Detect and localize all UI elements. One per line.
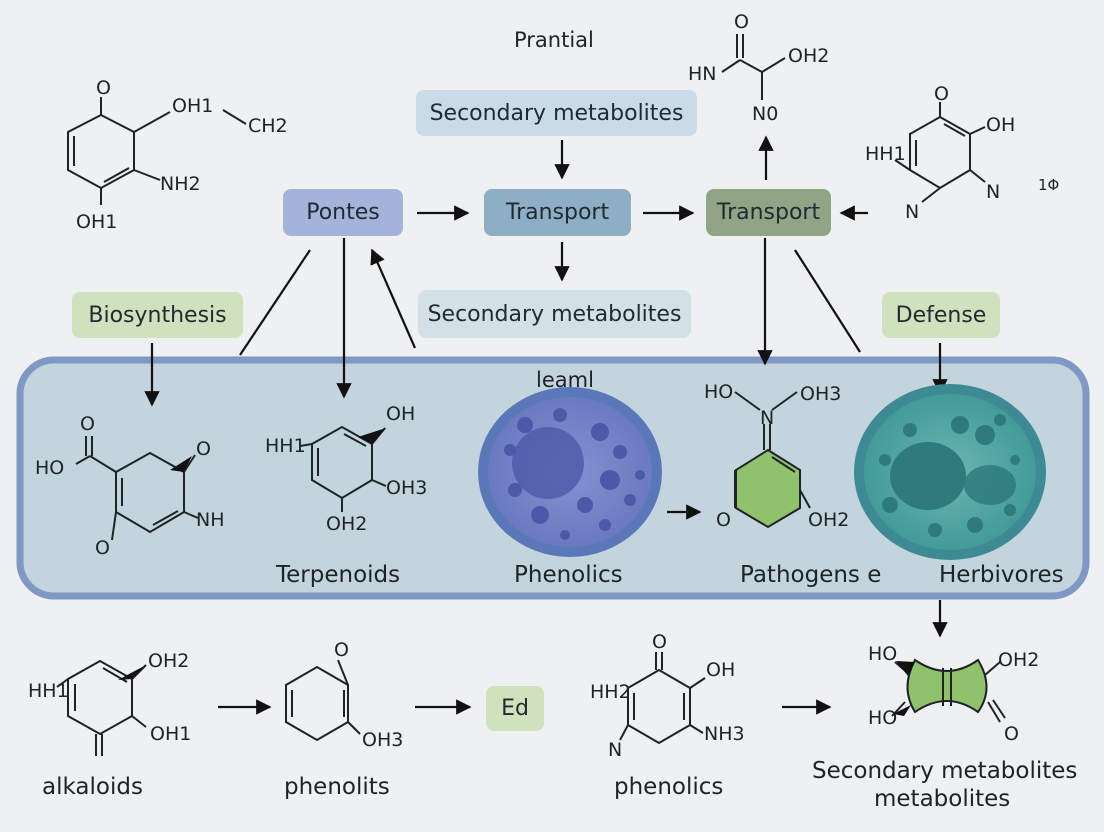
atom-label: O	[196, 438, 211, 460]
atom-label: HO	[35, 457, 64, 479]
molecule-top-left	[67, 97, 247, 205]
cell-herbivores	[854, 384, 1046, 560]
atom-label: OH2	[788, 45, 829, 67]
atom-label: OH1	[150, 723, 191, 745]
ed-box: Ed	[486, 686, 544, 731]
secondary-metabolites-caption-line1: Secondary metabolites	[812, 758, 1078, 784]
atom-label: O	[1004, 723, 1019, 745]
atom-label: O	[652, 631, 667, 653]
herbivores-caption: Herbivores	[939, 562, 1064, 588]
transport-box-right: Transport	[706, 189, 831, 236]
atom-label: HH1	[265, 435, 306, 457]
phenolics-cell-caption: Phenolics	[514, 562, 623, 588]
atom-label: O	[96, 77, 111, 99]
atom-label: N	[608, 739, 622, 761]
biosynthesis-box: Biosynthesis	[72, 292, 243, 338]
atom-label: OH3	[386, 477, 427, 499]
atom-label: OH1	[76, 211, 117, 233]
atom-label: OH3	[362, 729, 403, 751]
transport-box-center: Transport	[484, 189, 631, 236]
pathogens-caption: Pathogens e	[740, 562, 882, 588]
atom-label: HO	[868, 707, 897, 729]
atom-label: HN	[688, 63, 717, 85]
diagram-title: Prantial	[514, 28, 594, 52]
atom-label: HO	[704, 381, 733, 403]
atom-label: N	[760, 407, 774, 429]
atom-label: 1Φ	[1038, 176, 1059, 194]
atom-label: OH	[386, 403, 415, 425]
secondary-metabolites-box-mid: Secondary metabolites	[418, 290, 691, 338]
atom-label: CH2	[248, 115, 288, 137]
atom-label: HH2	[590, 681, 631, 703]
defense-box: Defense	[882, 292, 1000, 338]
atom-label: O	[95, 537, 110, 559]
terpenoids-caption: Terpenoids	[276, 562, 401, 588]
molecule-phenolic-bottom	[619, 652, 706, 745]
molecule-phenolit	[285, 659, 361, 742]
atom-label: HO	[868, 643, 897, 665]
band-label: leaml	[536, 368, 594, 392]
atom-label: NH3	[704, 723, 745, 745]
atom-label: N0	[752, 103, 778, 125]
atom-label: N	[905, 201, 919, 223]
atom-label: O	[334, 639, 349, 661]
atom-label: O	[934, 83, 949, 105]
phenolits-caption: phenolits	[284, 774, 390, 800]
alkaloids-caption: alkaloids	[42, 774, 143, 800]
atom-label: OH1	[172, 95, 213, 117]
secondary-metabolites-box-top: Secondary metabolites	[416, 90, 697, 136]
cell-phenolics	[478, 387, 662, 557]
atom-label: O	[716, 509, 731, 531]
atom-label: OH2	[148, 650, 189, 672]
atom-label: OH2	[998, 649, 1039, 671]
atom-label: N	[986, 181, 1000, 203]
atom-label: OH	[986, 114, 1015, 136]
atom-label: NH	[196, 509, 225, 531]
atom-label: O	[80, 413, 95, 435]
atom-label: OH2	[326, 513, 367, 535]
atom-label: HH1	[28, 680, 69, 702]
green-ring-secondary	[906, 658, 988, 714]
atom-label: NH2	[160, 173, 201, 195]
atom-label: O	[734, 11, 749, 33]
atom-label: OH	[706, 659, 735, 681]
atom-label: OH3	[800, 383, 841, 405]
molecule-top-right-ring	[894, 102, 986, 203]
atom-label: OH2	[808, 509, 849, 531]
pontes-box: Pontes	[283, 189, 403, 236]
green-ring-pathogen	[735, 448, 801, 529]
phenolics-bottom-caption: phenolics	[614, 774, 724, 800]
secondary-metabolites-caption-line2: metabolites	[874, 786, 1011, 812]
molecule-top-right-chain	[721, 34, 786, 100]
atom-label: HH1	[865, 143, 906, 165]
